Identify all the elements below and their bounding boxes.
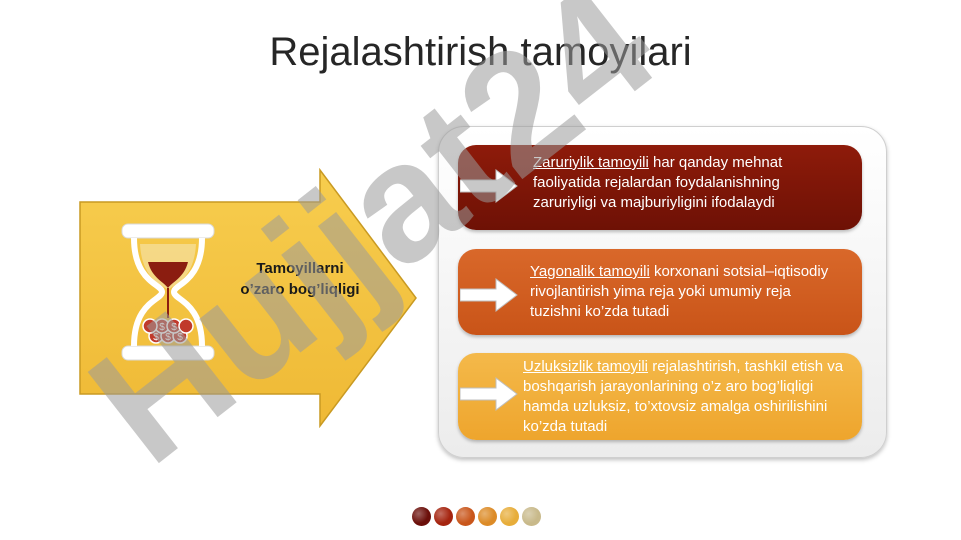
nav-dot[interactable] [500, 507, 519, 526]
principle-description: har qanday mehnat faoliyatida rejalardan… [533, 154, 783, 211]
dollar-coins-icon: $ $ $ $ $ [142, 318, 194, 344]
white-arrow-icon [460, 377, 518, 411]
slide-title: Rejalashtirish tamoyilari [269, 30, 692, 74]
nav-dot[interactable] [522, 507, 541, 526]
principle-box-1 [458, 145, 862, 230]
principle-term: Yagonalik tamoyili [530, 263, 650, 280]
center-label: Tamoyillarni o’zaro bog’liqligi [240, 260, 360, 298]
nav-dot[interactable] [434, 507, 453, 526]
nav-dot[interactable] [478, 507, 497, 526]
principle-description: rejalashtirish, tashkil etish va boshqar… [523, 358, 844, 435]
principle-box-3 [458, 353, 862, 440]
principle-text-3: Uzluksizlik tamoyili rejalashtirish, tas… [523, 357, 863, 437]
principle-term: Zaruriylik tamoyili [533, 154, 649, 171]
navigation-dots [412, 507, 552, 527]
svg-text:$: $ [171, 322, 177, 333]
svg-text:$: $ [159, 322, 165, 333]
nav-dot[interactable] [412, 507, 431, 526]
svg-text:$: $ [153, 332, 159, 343]
white-arrow-icon [460, 169, 518, 203]
hourglass-icon: $ $ $ $ $ [121, 223, 215, 361]
white-arrow-icon [460, 278, 518, 312]
svg-text:$: $ [165, 332, 171, 343]
principle-text-2: Yagonalik tamoyili korxonani sotsial–iqt… [530, 262, 840, 322]
principle-text-1: Zaruriylik tamoyili har qanday mehnat fa… [533, 153, 843, 213]
principle-box-2 [458, 249, 862, 335]
principle-description: korxonani sotsial–iqtisodiy rivojlantiri… [530, 263, 829, 320]
principle-term: Uzluksizlik tamoyili [523, 358, 649, 375]
svg-text:$: $ [177, 332, 183, 343]
nav-dot[interactable] [456, 507, 475, 526]
